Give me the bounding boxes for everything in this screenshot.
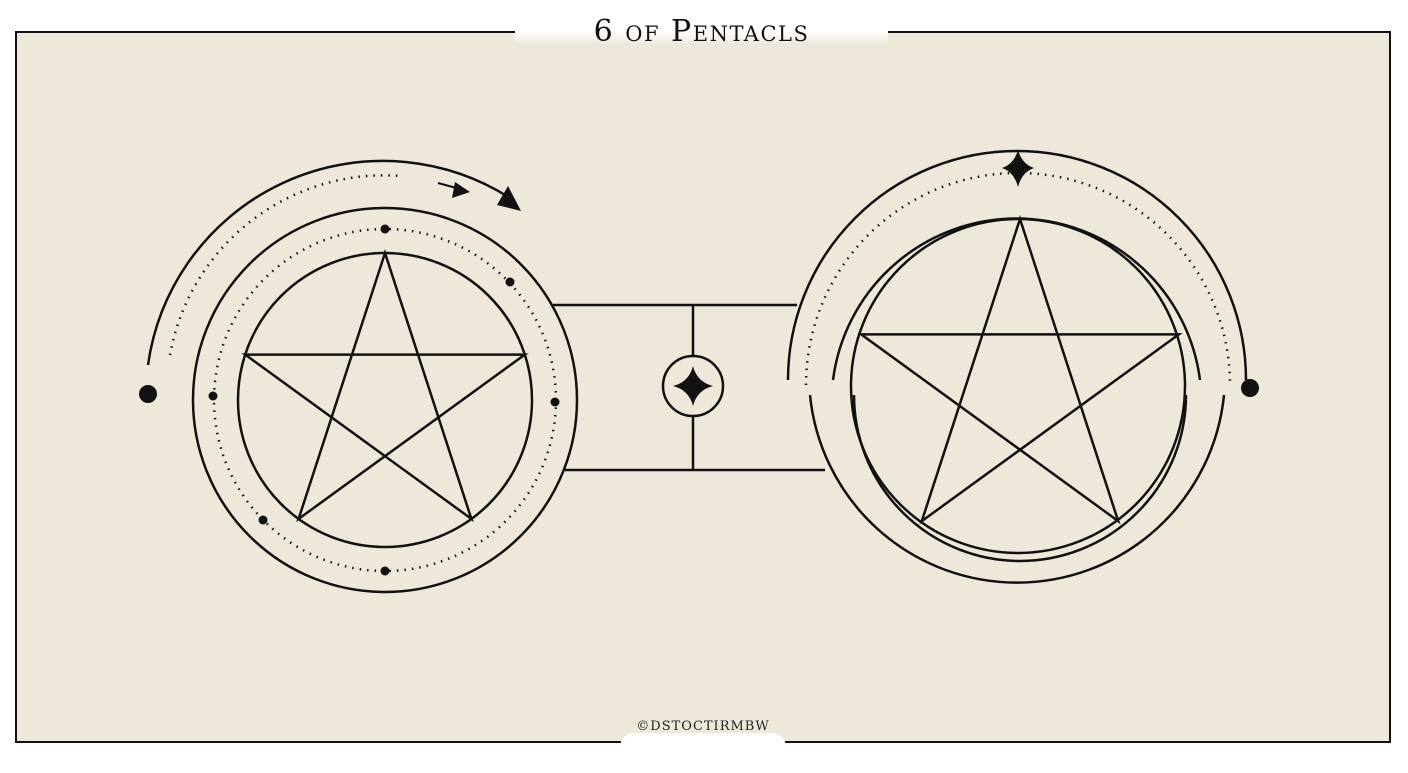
ring-dot (380, 566, 390, 576)
left-outer-ring (191, 206, 579, 594)
right-lower-ring (808, 394, 1226, 584)
right-lower-inner (852, 394, 1188, 563)
ring-dot (208, 391, 218, 401)
title-gap (515, 14, 888, 44)
right-pentagram (857, 214, 1183, 525)
footer-gap (620, 733, 786, 773)
left-dot (139, 385, 157, 403)
sparkle-icon (1002, 150, 1034, 187)
right-pentacle (786, 149, 1259, 584)
connector (553, 303, 825, 472)
left-pentagram (241, 248, 529, 523)
right-inner-ring (849, 217, 1187, 555)
ring-dot (258, 515, 268, 525)
arrow-shaft (437, 182, 461, 190)
right-outer-arc (786, 149, 1248, 381)
four-point-star-icon (673, 366, 713, 406)
arrow-icon (452, 182, 470, 198)
left-dotted-arc (168, 174, 403, 356)
ring-dot (505, 277, 515, 287)
right-mid-arc (831, 217, 1202, 381)
left-inner-ring (236, 251, 534, 549)
left-pentacle (139, 159, 579, 594)
ring-dot (550, 397, 560, 407)
arrow-head-icon (497, 186, 521, 211)
card-title: 6 of Pentacls (593, 14, 810, 49)
copyright-footer: ©DSTOCTIRMBW (636, 719, 770, 734)
left-outer-arc (146, 159, 511, 366)
right-dot (1241, 379, 1259, 397)
ring-dot (380, 224, 390, 234)
right-dotted-arc (804, 171, 1232, 386)
